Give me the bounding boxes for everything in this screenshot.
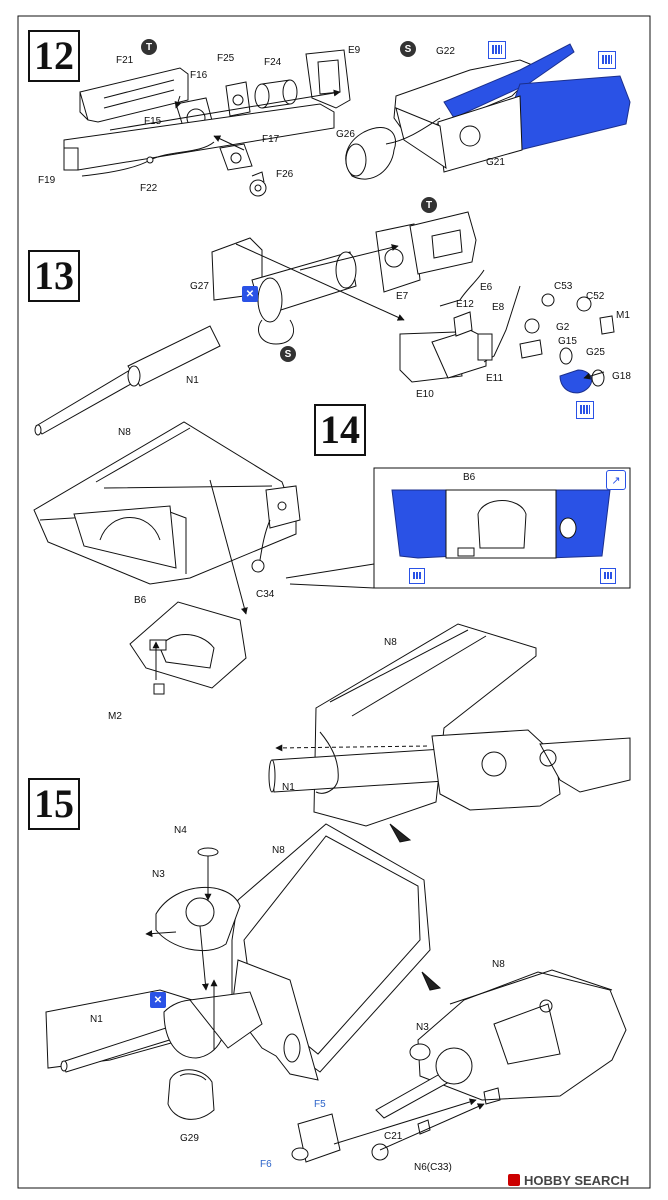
part-label: F26 (276, 169, 294, 180)
magnify-detail-icon: ↗ (606, 470, 626, 490)
part-label: F24 (264, 57, 282, 68)
part-label: G15 (558, 336, 577, 347)
paint-swatch-icon (598, 51, 616, 69)
part-label: M1 (616, 310, 630, 321)
watermark-text: HOBBY SEARCH (524, 1173, 630, 1188)
part-label: G18 (612, 371, 631, 382)
part-label: N1 (90, 1014, 103, 1025)
step14-drawing (33, 421, 631, 827)
marker-t-icon: T (421, 197, 437, 213)
part-label: N1 (282, 782, 295, 793)
part-label: B6 (463, 472, 476, 483)
glue-bottle-icon: ✕ (242, 286, 258, 302)
part-label: E11 (486, 373, 504, 384)
part-label: C21 (384, 1131, 403, 1142)
part-label: C52 (586, 291, 605, 302)
step12-drawing (63, 43, 631, 197)
marker-t-label: T (145, 41, 153, 53)
part-label: F15 (144, 116, 162, 127)
step15-drawing (45, 823, 627, 1163)
part-label: G25 (586, 347, 605, 358)
part-label: F6 (260, 1159, 272, 1170)
part-label: C53 (554, 281, 573, 292)
step-number-14: 14 (314, 404, 366, 456)
part-label: F22 (140, 183, 158, 194)
marker-s-label: S (284, 348, 292, 360)
part-label: G22 (436, 46, 455, 57)
marker-s-icon: S (400, 41, 416, 57)
part-label: N8 (384, 637, 397, 648)
paint-swatch-icon (409, 568, 425, 584)
paint-swatch-icon (576, 401, 594, 419)
part-label: E10 (416, 389, 434, 400)
marker-t-icon: T (141, 39, 157, 55)
step-number-15: 15 (28, 778, 80, 830)
part-label: G2 (556, 322, 570, 333)
part-label: N6(C33) (414, 1162, 452, 1173)
part-label: N3 (416, 1022, 429, 1033)
part-label: F16 (190, 70, 208, 81)
part-label: G29 (180, 1133, 199, 1144)
watermark-logo-icon (508, 1174, 520, 1186)
part-label: C34 (256, 589, 275, 600)
part-label: N1 (186, 375, 199, 386)
paint-swatch-icon (600, 568, 616, 584)
part-label: N3 (152, 869, 165, 880)
part-label: M2 (108, 711, 122, 722)
part-label: E8 (492, 302, 505, 313)
part-label: E7 (396, 291, 409, 302)
part-label: F21 (116, 55, 134, 66)
part-label: N8 (272, 845, 285, 856)
marker-s-icon: S (280, 346, 296, 362)
part-label: E9 (348, 45, 361, 56)
marker-s-label: S (404, 43, 412, 55)
paint-swatch-icon (488, 41, 506, 59)
part-label: F19 (38, 175, 56, 186)
part-label: F17 (262, 134, 280, 145)
part-label: B6 (134, 595, 147, 606)
step13-drawing (34, 211, 615, 436)
part-label: E12 (456, 299, 474, 310)
part-label: G27 (190, 281, 209, 292)
marker-t-label: T (425, 199, 433, 211)
page-border (17, 15, 651, 1189)
glue-bottle-icon: ✕ (150, 992, 166, 1008)
part-label: F5 (314, 1099, 326, 1110)
step-number-13: 13 (28, 250, 80, 302)
step-number-12: 12 (28, 30, 80, 82)
part-label: N8 (492, 959, 505, 970)
part-label: N4 (174, 825, 187, 836)
part-label: G26 (336, 129, 355, 140)
part-label: E6 (480, 282, 493, 293)
part-label: N8 (118, 427, 131, 438)
part-label: F25 (217, 53, 235, 64)
part-label: G21 (486, 157, 505, 168)
